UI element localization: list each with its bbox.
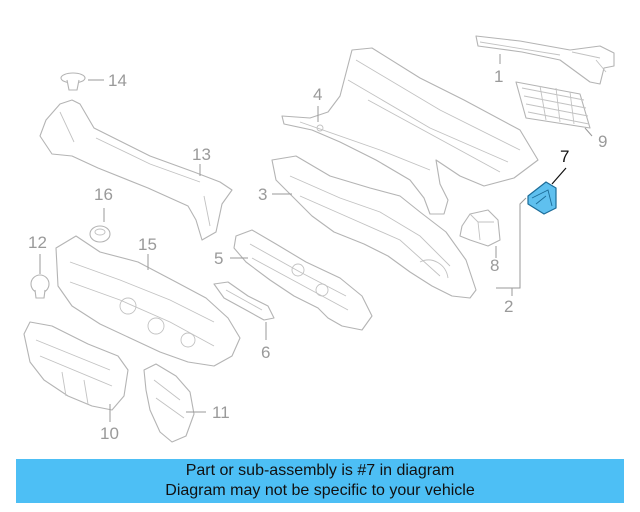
parts-diagram xyxy=(23,35,615,443)
callout-16: 16 xyxy=(94,185,113,204)
part-15-insulator xyxy=(55,235,241,367)
part-9-grille xyxy=(515,81,591,129)
part-4-cowl-panel xyxy=(281,47,539,215)
part-5-inner-insulator xyxy=(233,229,373,331)
part-10-lower-insulator xyxy=(23,321,129,411)
info-banner: Part or sub-assembly is #7 in diagram Di… xyxy=(16,459,624,503)
part-16-grommet xyxy=(89,225,111,243)
part-13-crossmember xyxy=(39,99,233,241)
part-3-dash-panel xyxy=(271,155,477,299)
callout-3: 3 xyxy=(258,185,268,204)
callout-12: 12 xyxy=(28,233,47,252)
callout-1: 1 xyxy=(494,67,504,86)
callout-14: 14 xyxy=(108,71,127,90)
part-12-clip xyxy=(30,274,50,299)
part-14-clip xyxy=(60,72,86,91)
callout-4: 4 xyxy=(313,85,323,104)
diagram-artwork xyxy=(23,35,615,443)
callout-15: 15 xyxy=(138,235,157,254)
callout-7[interactable]: 7 xyxy=(560,147,570,166)
part-8-mount xyxy=(459,209,501,247)
part-6-bracket xyxy=(213,281,275,321)
part-11-side-insulator xyxy=(143,363,195,443)
leader-lines xyxy=(39,54,593,422)
callout-11: 11 xyxy=(212,403,230,422)
callout-5: 5 xyxy=(214,249,224,268)
callout-6: 6 xyxy=(261,343,271,362)
part-7-bracket-highlighted[interactable] xyxy=(527,181,557,215)
callout-9: 9 xyxy=(598,132,608,151)
callout-8: 8 xyxy=(490,256,500,275)
callout-13: 13 xyxy=(192,145,211,164)
callout-10: 10 xyxy=(100,424,119,443)
part-1-cowl-strip xyxy=(475,35,615,85)
banner-line-2: Diagram may not be specific to your vehi… xyxy=(165,482,475,499)
callout-2: 2 xyxy=(504,297,514,316)
banner-line-1: Part or sub-assembly is #7 in diagram xyxy=(185,462,455,479)
